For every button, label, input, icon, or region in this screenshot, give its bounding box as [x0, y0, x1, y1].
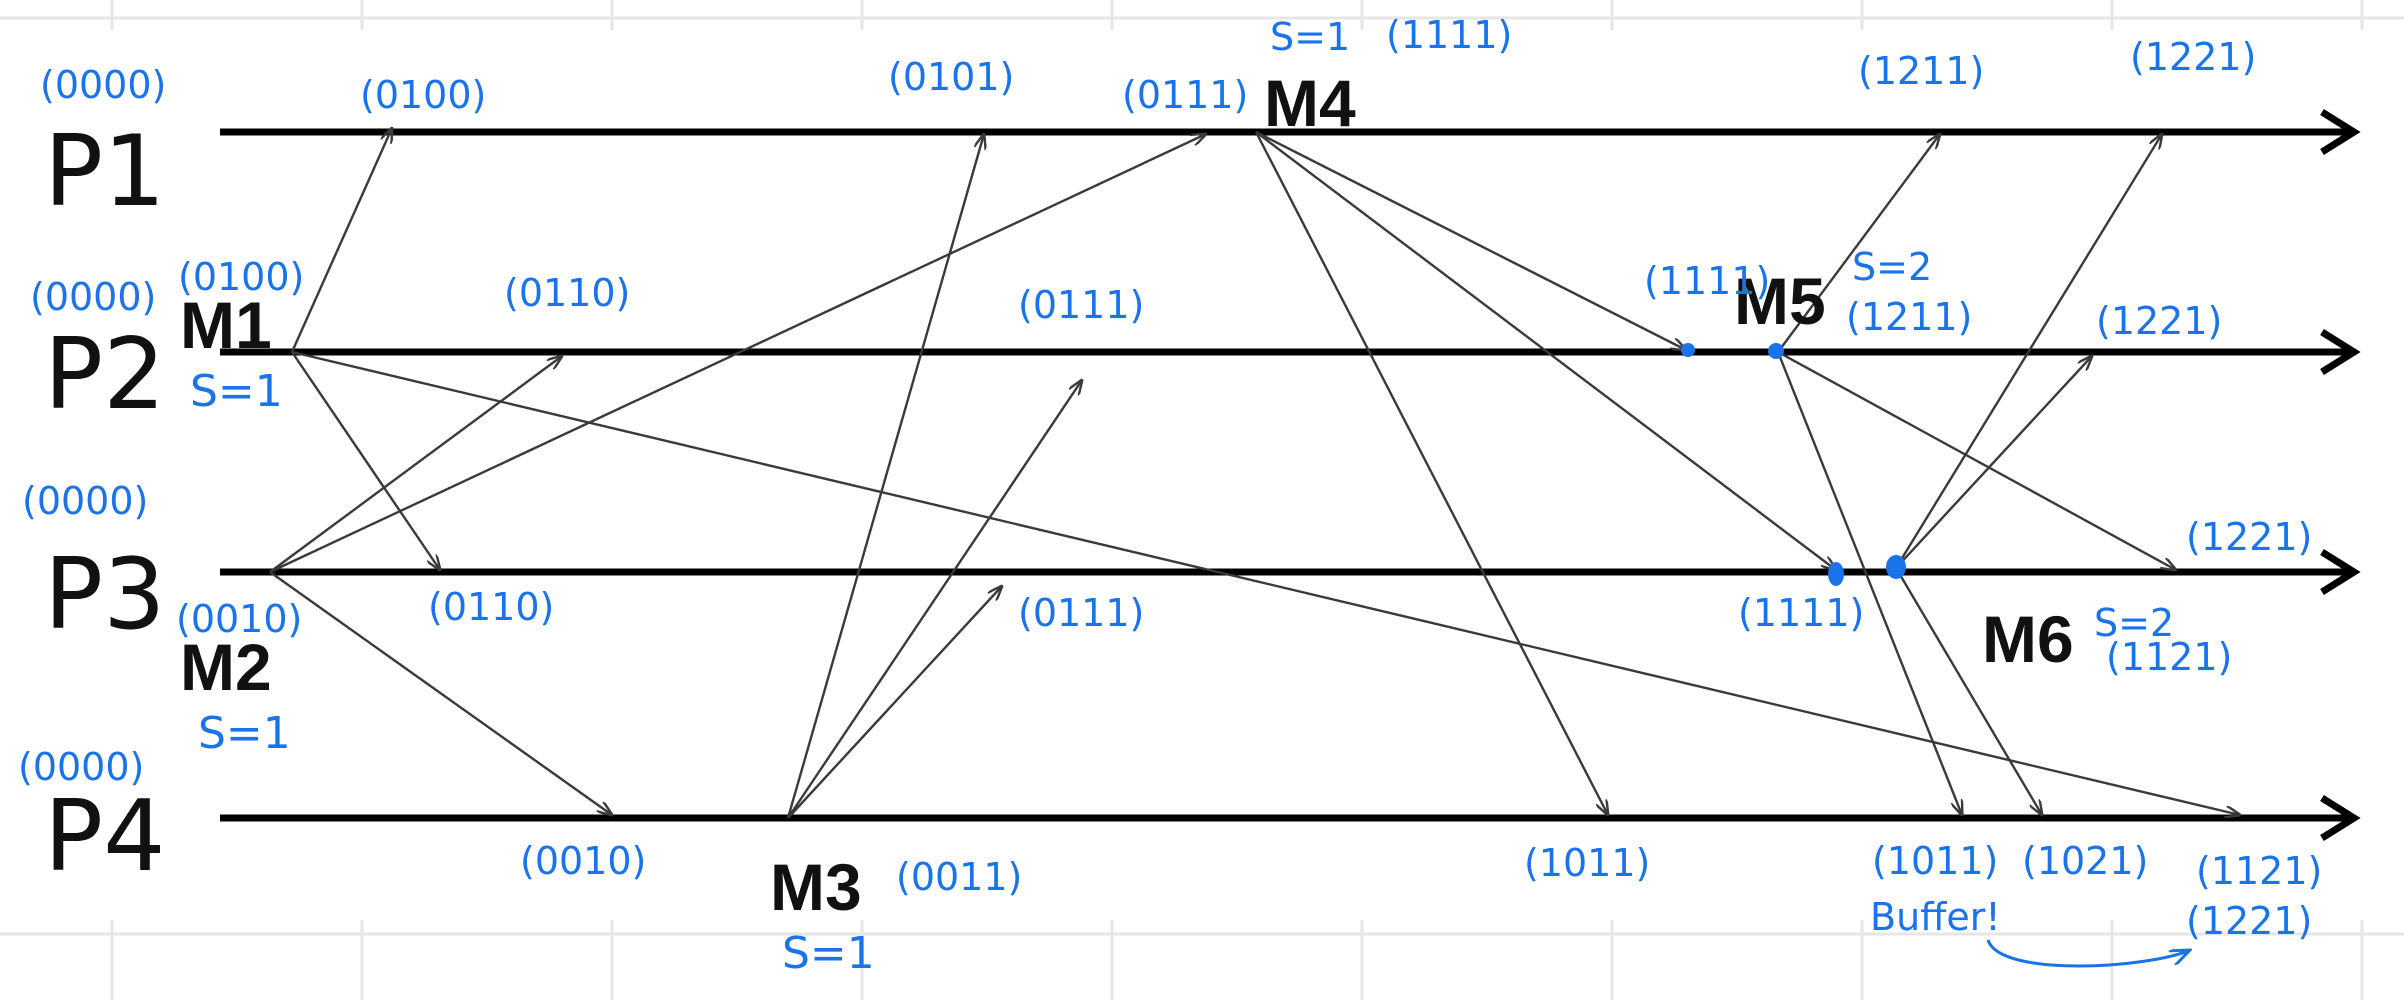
vector-p4-3: (1011) [1872, 839, 1998, 883]
process-label-p1: P1 [44, 115, 165, 229]
message-m6-to-p1 [1894, 134, 2162, 569]
message-m5-to-p3 [1777, 350, 2176, 570]
vector-p1-4: (1211) [1858, 49, 1984, 93]
vector-p4-2: (1011) [1524, 841, 1650, 885]
initial-vector-p3: (0000) [22, 479, 148, 523]
vector-p3-0: (0010) [176, 597, 302, 641]
message-m3-to-p3 [787, 586, 1002, 819]
process-label-p4: P4 [44, 780, 165, 894]
timeline-p4-arrowhead [2320, 795, 2361, 841]
vector-p3-2: (0111) [1018, 591, 1144, 635]
vector-p3-3: (1111) [1738, 591, 1864, 635]
message-m1-to-p3 [291, 351, 440, 570]
timeline-p2-arrowhead [2320, 329, 2361, 375]
vector-p4-6: (1221) [2186, 899, 2312, 943]
message-m6-to-p4 [1894, 567, 2042, 815]
message-m2-to-p2 [269, 356, 562, 573]
vector-p2-4: (1211) [1846, 295, 1972, 339]
delivery-dot-p3-m4 [1828, 562, 1844, 586]
seq-note-m4: S=1 [1270, 15, 1350, 59]
event-label-m6: M6 [1982, 602, 2074, 676]
event-label-m1: M1 [180, 288, 272, 362]
message-m2-to-p1 [269, 134, 1206, 574]
vector-p2-1: (0110) [504, 271, 630, 315]
vector-p4-0: (0010) [520, 839, 646, 883]
message-m3-to-p1 [786, 134, 984, 819]
timeline-p1-arrowhead [2320, 109, 2361, 155]
vector-p3-4: (1121) [2106, 635, 2232, 679]
vector-p4-4: (1021) [2022, 839, 2148, 883]
event-label-m3: M3 [770, 850, 862, 924]
seq-note-m3: S=1 [782, 928, 875, 979]
timeline-p3-arrowhead [2320, 549, 2361, 595]
event-label-m5: M5 [1734, 264, 1826, 338]
seq-note-m6: S=2 [2094, 601, 2174, 645]
initial-vector-p4: (0000) [18, 745, 144, 789]
message-m1-to-p4 [291, 350, 2240, 815]
message-m4-to-p3 [1255, 131, 1836, 570]
initial-vector-p1: (0000) [40, 63, 166, 107]
event-label-m2: M2 [180, 630, 272, 704]
message-m3-to-p2 [787, 380, 1082, 819]
message-m5-to-p1 [1777, 134, 1940, 353]
buffer-arrow [1986, 939, 2190, 968]
vector-p4-5: (1121) [2196, 849, 2322, 893]
message-m4-to-p4 [1254, 131, 1608, 815]
vector-p1-5: (1221) [2130, 35, 2256, 79]
vector-p2-2: (0111) [1018, 283, 1144, 327]
process-label-p3: P3 [44, 538, 165, 652]
vector-p1-2: (0111) [1122, 73, 1248, 117]
delivery-dot-p2-m5 [1768, 343, 1784, 359]
seq-note-m5: S=2 [1852, 245, 1932, 289]
message-m2-to-p4 [269, 571, 612, 815]
vector-p2-0: (0100) [178, 255, 304, 299]
vector-p3-1: (0110) [428, 585, 554, 629]
vector-p2-3: (1111) [1644, 259, 1770, 303]
vector-p1-0: (0100) [360, 73, 486, 117]
vector-p2-5: (1221) [2096, 299, 2222, 343]
initial-vector-p2: (0000) [30, 275, 156, 319]
seq-note-m1: S=1 [190, 366, 283, 417]
message-m5-to-p4 [1776, 351, 1962, 815]
vector-p1-1: (0101) [888, 55, 1014, 99]
vector-p3-5: (1221) [2186, 515, 2312, 559]
message-arrows [269, 128, 2240, 819]
message-m4-to-p2 [1255, 130, 1686, 350]
timelines [220, 109, 2361, 841]
vector-p1-3: (1111) [1386, 13, 1512, 57]
event-label-m4: M4 [1264, 66, 1356, 140]
process-label-p2: P2 [44, 318, 165, 432]
delivery-dot-p3-m6 [1886, 555, 1906, 579]
seq-note-m2: S=1 [198, 708, 291, 759]
buffer-note: Buffer! [1870, 895, 2001, 939]
message-m6-to-p2 [1895, 356, 2092, 569]
message-m1-to-p1 [290, 128, 392, 353]
vector-p4-1: (0011) [896, 855, 1022, 899]
delivery-dot-p2-m4 [1681, 343, 1695, 357]
